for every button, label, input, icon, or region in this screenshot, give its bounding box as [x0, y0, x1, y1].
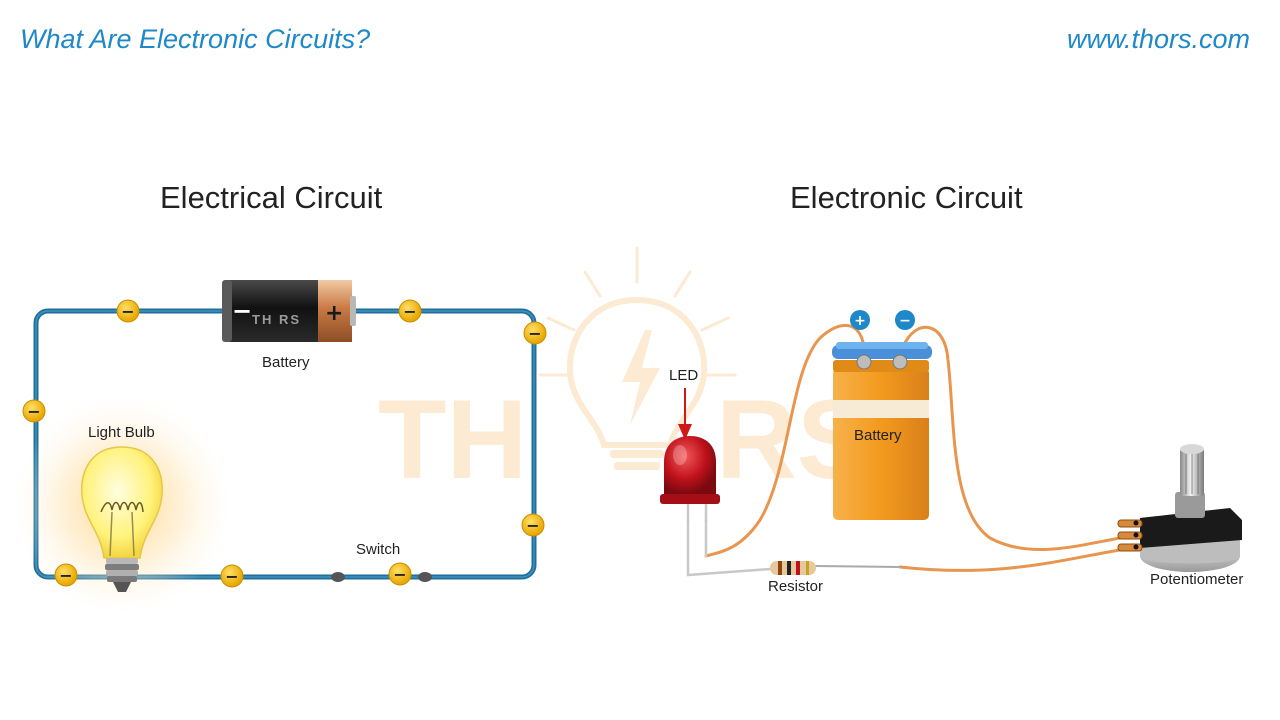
electron-icon: − [22, 399, 46, 423]
potentiometer-icon [1117, 444, 1242, 572]
electron-icon: − [220, 564, 244, 588]
terminal-plus-sign: + [854, 313, 866, 329]
switch-icon [331, 572, 432, 582]
electron-sign: − [59, 566, 72, 585]
battery-plus-sign: + [325, 301, 343, 326]
switch-label: Switch [356, 541, 401, 558]
svg-text:TH: TH [378, 377, 527, 502]
electron-sign: − [393, 565, 406, 584]
battery-minus-sign: − [232, 297, 252, 325]
battery-label: Battery [262, 354, 310, 371]
led-pointer-arrow [678, 388, 692, 440]
electron-icon: − [54, 563, 78, 587]
led-icon [660, 436, 720, 522]
electron-icon: − [388, 562, 412, 586]
battery-positive-terminal-icon: + [850, 310, 870, 330]
resistor-label: Resistor [768, 578, 824, 595]
terminal-minus-sign: − [899, 313, 911, 329]
electron-sign: − [403, 302, 416, 321]
electronic-wires [686, 323, 1122, 577]
resistor-icon [770, 561, 816, 575]
electron-icon: − [116, 299, 140, 323]
electron-sign: − [526, 516, 539, 535]
page-title: What Are Electronic Circuits? [20, 24, 371, 54]
electron-sign: − [27, 402, 40, 421]
electrons: − − − − − − − − [22, 299, 547, 588]
electron-icon: − [398, 299, 422, 323]
light-bulb-icon [14, 397, 230, 613]
light-bulb-label: Light Bulb [88, 424, 155, 441]
battery-icon: − + TH RS [222, 280, 356, 342]
electrical-circuit-title: Electrical Circuit [160, 180, 383, 215]
electron-sign: − [225, 567, 238, 586]
electronic-battery-icon [832, 342, 932, 520]
electronic-battery-label: Battery [854, 427, 902, 444]
electron-sign: − [121, 302, 134, 321]
electronic-circuit-title: Electronic Circuit [790, 180, 1023, 215]
thors-watermark: TH RS [378, 246, 872, 502]
electron-icon: − [521, 513, 545, 537]
electron-icon: − [523, 321, 547, 345]
electron-sign: − [528, 324, 541, 343]
led-label: LED [669, 367, 699, 384]
battery-negative-terminal-icon: − [895, 310, 915, 330]
site-url: www.thors.com [1066, 24, 1250, 54]
battery-logo: TH RS [252, 312, 301, 327]
potentiometer-label: Potentiometer [1150, 571, 1244, 588]
